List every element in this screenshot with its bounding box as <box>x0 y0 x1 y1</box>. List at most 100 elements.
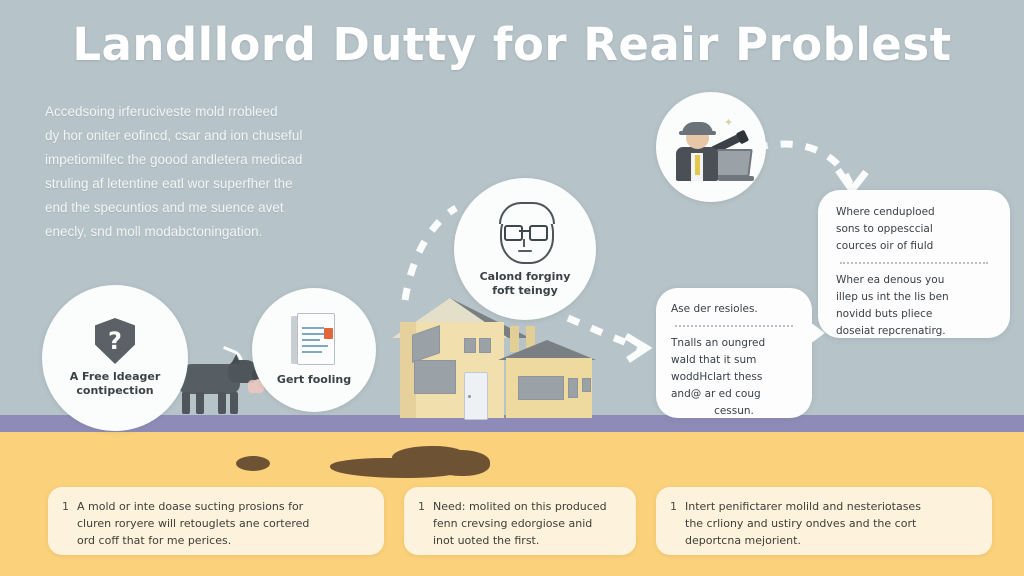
intro-paragraph: Accedsoing irferuciveste mold rrobleed d… <box>45 100 415 244</box>
badge-shield[interactable]: ? A Free ldeager contipection <box>42 285 188 431</box>
card-line: inot uoted the first. <box>433 534 540 547</box>
house-illustration <box>378 298 596 420</box>
window-icon <box>464 338 476 353</box>
door-knob <box>468 395 471 398</box>
question-mark-glyph: ? <box>108 327 122 355</box>
background-band-floor <box>0 415 1024 433</box>
chimney-icon <box>510 326 519 352</box>
dotted-divider <box>675 325 793 327</box>
face-nose <box>523 239 525 247</box>
mold-stain <box>236 456 270 471</box>
dog-leg <box>196 392 204 414</box>
bubble-line: Where cenduploed <box>836 206 935 218</box>
glasses-bridge <box>519 230 529 232</box>
person-glasses-icon <box>494 200 556 264</box>
info-card[interactable]: 1 A mold or inte doase sucting prosions … <box>48 487 384 555</box>
dog-ear <box>231 354 240 364</box>
card-text: Intert penifictarer molild and nesteriot… <box>685 498 921 547</box>
caption-line: Gert fooling <box>276 373 352 386</box>
window-icon <box>479 338 491 353</box>
glasses-lens-left <box>504 225 523 241</box>
badge-document-caption: Gert fooling <box>269 373 359 387</box>
badge-shield-caption: A Free ldeager contipection <box>62 370 169 398</box>
hardhat-brim <box>679 131 716 135</box>
dog-leg <box>218 392 226 414</box>
window-icon <box>414 360 456 394</box>
caption-line: Calond forginy <box>479 270 571 283</box>
bubble-right-block-2: Wher ea denous you illep us int the lis … <box>836 272 992 340</box>
bubble-line: woddHclart thess <box>671 371 763 383</box>
dog-leg <box>230 392 238 414</box>
laptop-base <box>718 176 754 181</box>
mold-stain <box>430 450 490 476</box>
badge-person-caption: Calond forginy foft teingy <box>472 270 579 298</box>
bubble-middle-block-2: Tnalls an oungred wald that it sum woddH… <box>671 335 797 420</box>
bubble-line: illep us int the lis ben <box>836 291 949 303</box>
bubble-line: novidd buts pliece <box>836 308 933 320</box>
card-line: Intert penifictarer molild and nesteriot… <box>685 500 921 513</box>
card-number: 1 <box>418 500 425 513</box>
badge-document[interactable]: Gert fooling <box>252 288 376 412</box>
shield-question-icon: ? <box>95 318 135 364</box>
info-card[interactable]: 1 Need: molited on this produced fenn cr… <box>404 487 636 555</box>
intro-line: enecly, snd moll modabctoningation. <box>45 224 263 239</box>
page-title: Landllord Dutty for Reair Problest <box>72 18 952 71</box>
glasses-lens-right <box>529 225 548 241</box>
document-text-line <box>302 333 328 335</box>
bubble-line: wald that it sum <box>671 354 757 366</box>
card-line: Need: molited on this produced <box>433 500 607 513</box>
badge-person[interactable]: Calond forginy foft teingy <box>454 178 596 320</box>
info-card[interactable]: 1 Intert penifictarer molild and nesteri… <box>656 487 992 555</box>
document-text-line <box>302 327 324 329</box>
face-mouth <box>518 250 532 252</box>
face-hair <box>499 202 555 224</box>
bubble-line: cessun. <box>714 405 754 417</box>
card-line: the crliony and ustiry ondves and the co… <box>685 517 917 530</box>
bubble-line: and@ ar ed coug <box>671 388 761 400</box>
house-wing-roof <box>498 340 596 360</box>
speech-bubble-middle: Ase der resioles. Tnalls an oungred wald… <box>656 288 825 420</box>
bubble-line: cources oir of fiuld <box>836 240 934 252</box>
bubble-right-block-1: Where cenduploed sons to oppesccial cour… <box>836 204 992 255</box>
document-stamp-icon <box>324 328 333 339</box>
bubble-line: sons to oppesccial <box>836 223 933 235</box>
bubble-middle-block-1: Ase der resioles. <box>671 301 797 318</box>
card-text: Need: molited on this produced fenn crev… <box>433 498 607 547</box>
document-text-line <box>302 339 320 341</box>
dog-bowl <box>248 380 264 393</box>
dog-head <box>228 360 258 383</box>
bubble-line: Ase der resioles. <box>671 303 758 315</box>
bubble-line: doseiat repcrenatirg. <box>836 325 946 337</box>
document-text-line <box>302 351 322 353</box>
chimney-icon <box>526 326 535 352</box>
bubble-line: Tnalls an oungred <box>671 337 766 349</box>
window-icon <box>582 378 591 392</box>
bubble-line: Wher ea denous you <box>836 274 945 286</box>
intro-line: struling af letentine eatl wor superfher… <box>45 176 293 191</box>
dog-illustration <box>169 345 266 418</box>
document-text-line <box>302 345 328 347</box>
caption-line: contipection <box>76 384 154 397</box>
laptop-icon <box>713 149 753 177</box>
caption-line: A Free ldeager <box>69 370 161 383</box>
dog-leg <box>182 392 190 414</box>
caption-line: foft teingy <box>492 284 558 297</box>
card-line: ord coff that for me perices. <box>77 534 232 547</box>
spark-icon: ✦ <box>724 117 734 129</box>
badge-worker[interactable]: ✦ <box>656 92 766 202</box>
card-line: A mold or inte doase sucting prosions fo… <box>77 500 304 513</box>
intro-line: impetiomilfec the goood andletera medica… <box>45 152 303 167</box>
intro-line: end the specuntios and me suence avet <box>45 200 284 215</box>
window-icon <box>518 376 564 400</box>
intro-line: Accedsoing irferuciveste mold rrobleed <box>45 104 278 119</box>
worker-tie <box>695 155 700 175</box>
card-line: cluren roryere will retouglets ane corte… <box>77 517 310 530</box>
dotted-divider <box>840 262 988 264</box>
worker-hardhat-laptop-icon: ✦ <box>668 109 754 185</box>
card-text: A mold or inte doase sucting prosions fo… <box>77 498 310 547</box>
intro-line: dy hor oniter eofincd, csar and ion chus… <box>45 128 303 143</box>
card-number: 1 <box>62 500 69 513</box>
document-stack-icon <box>291 313 337 367</box>
speech-bubble-right: Where cenduploed sons to oppesccial cour… <box>818 190 1010 338</box>
